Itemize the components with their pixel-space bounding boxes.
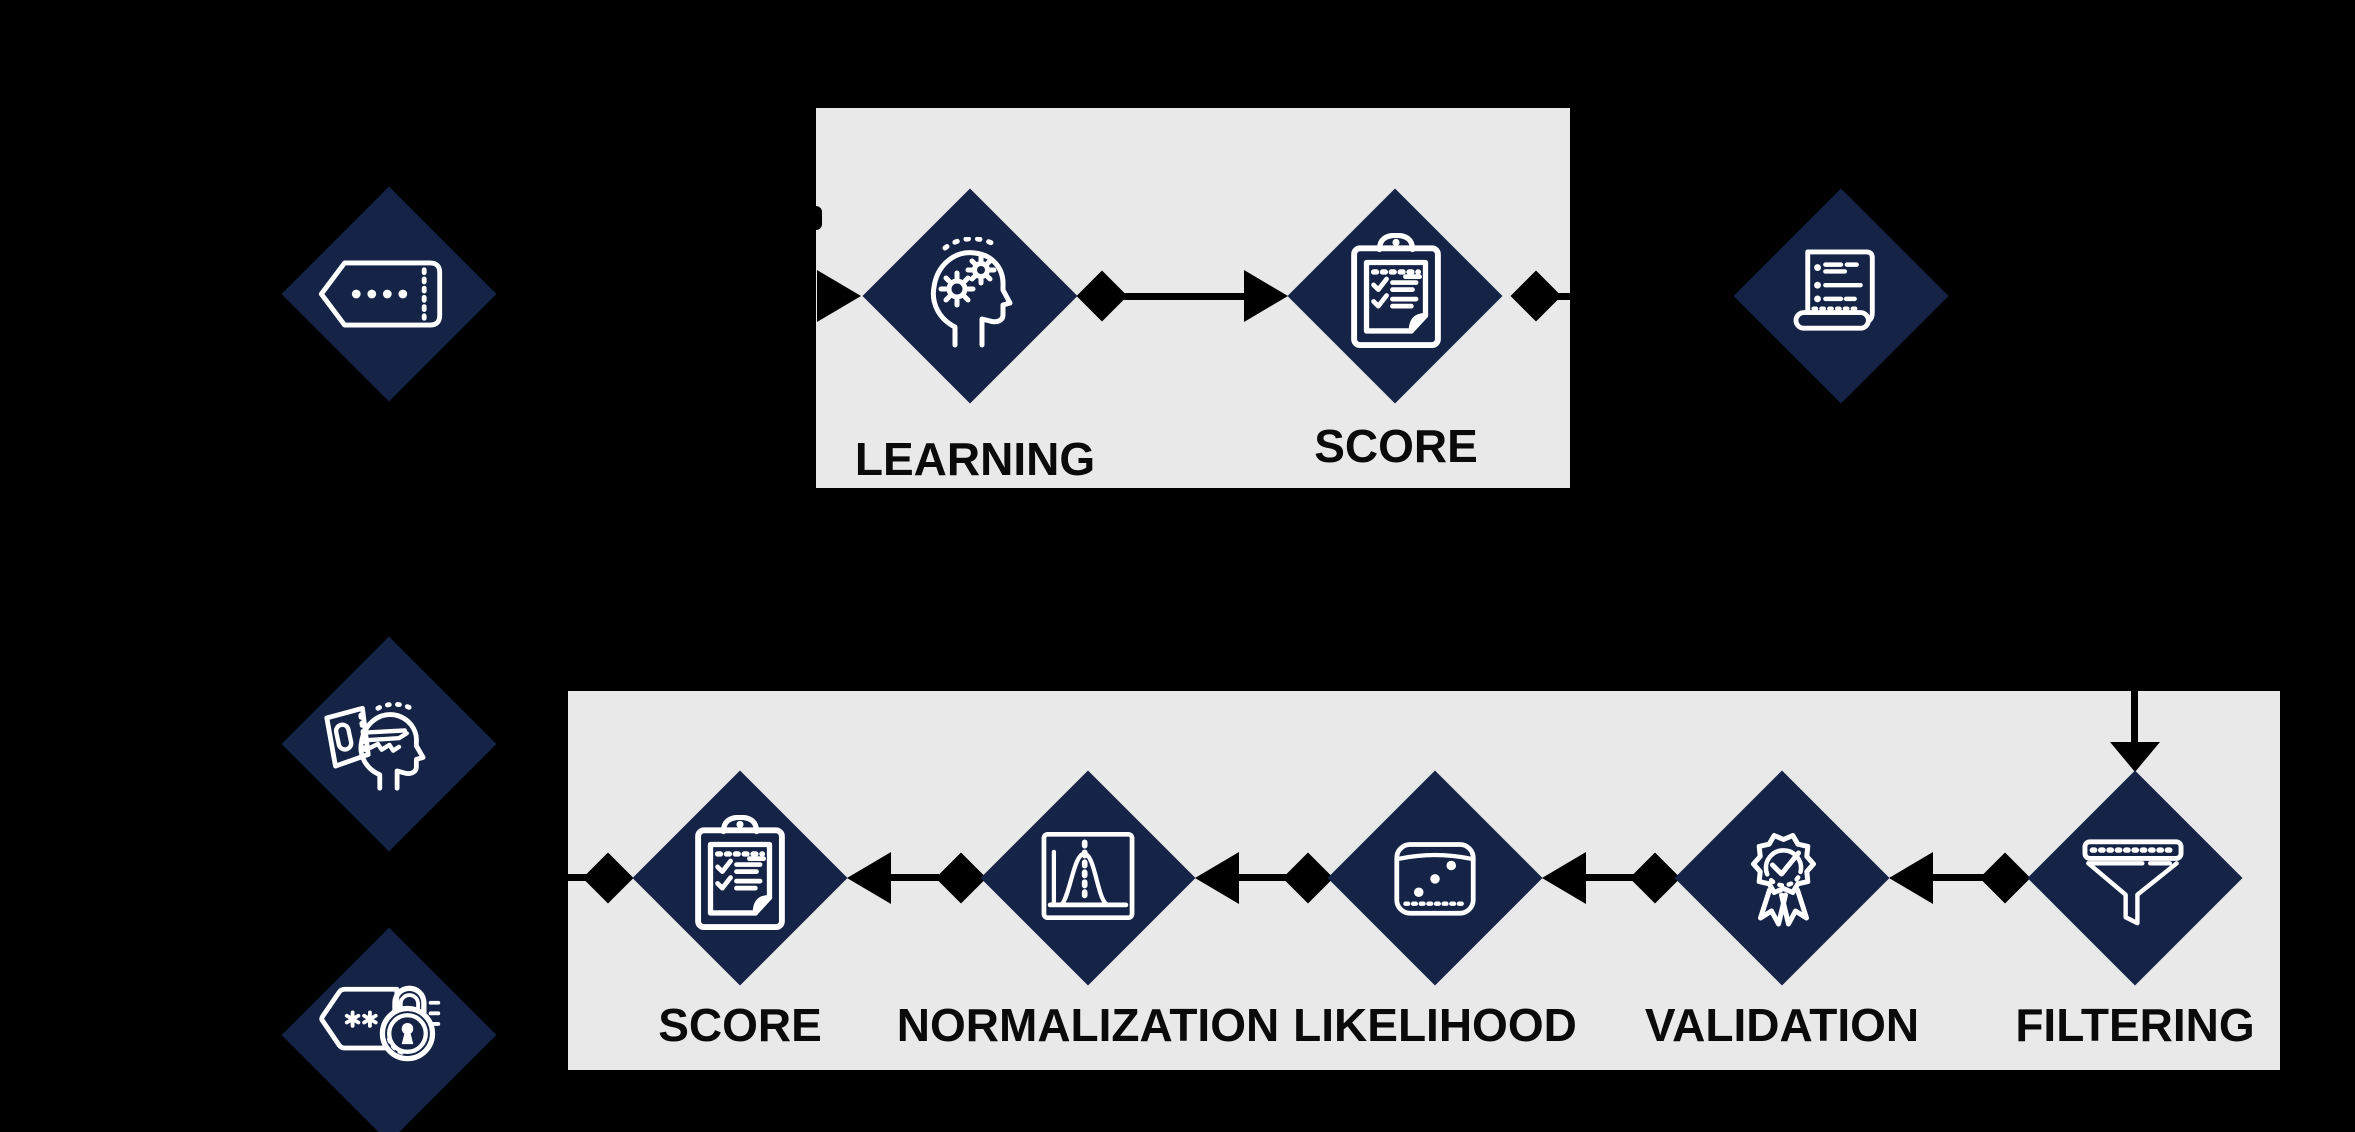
flow-arrow-into-filtering: [2110, 742, 2160, 772]
award-badge-icon: [1737, 824, 1832, 936]
dice-icon: [1392, 833, 1478, 919]
flow-line: [891, 874, 939, 881]
bell-curve-icon: [1041, 831, 1136, 921]
clipped-shape-fragment: [816, 206, 822, 230]
clipboard-checklist-icon: [693, 815, 788, 933]
flow-arrow-into-normalization: [1195, 852, 1239, 904]
flow-line: [1122, 293, 1248, 300]
label-normalization: NORMALIZATION: [896, 999, 1280, 1051]
label-score-top: SCORE: [1314, 420, 1478, 472]
flow-line-down: [2131, 691, 2138, 746]
flow-arrow-into-score-bottom: [847, 852, 891, 904]
flow-arrow-into-validation: [1889, 852, 1933, 904]
report-document-icon: [1792, 248, 1890, 338]
machine-learning-head-icon: [923, 237, 1015, 349]
flow-line-exit: [1553, 293, 1570, 300]
flow-line: [1239, 874, 1287, 881]
flow-line-exit: [568, 874, 588, 881]
label-score-bottom: SCORE: [658, 999, 822, 1051]
label-likelihood: LIKELIHOOD: [1293, 999, 1577, 1051]
flow-arrow-into-score: [1244, 270, 1288, 322]
flow-arrow-into-likelihood: [1542, 852, 1586, 904]
password-lock-icon: [316, 978, 446, 1067]
tag-icon: [316, 255, 447, 333]
label-filtering: FILTERING: [2015, 999, 2255, 1051]
clipboard-checklist-icon: [1349, 233, 1444, 351]
label-validation: VALIDATION: [1644, 999, 1920, 1051]
key-in-head-icon: [322, 694, 452, 791]
flow-line: [1933, 874, 1985, 881]
funnel-icon: [2081, 830, 2185, 930]
flow-line: [1586, 874, 1634, 881]
label-learning: LEARNING: [854, 433, 1096, 485]
flow-arrow-into-learning: [817, 270, 861, 322]
